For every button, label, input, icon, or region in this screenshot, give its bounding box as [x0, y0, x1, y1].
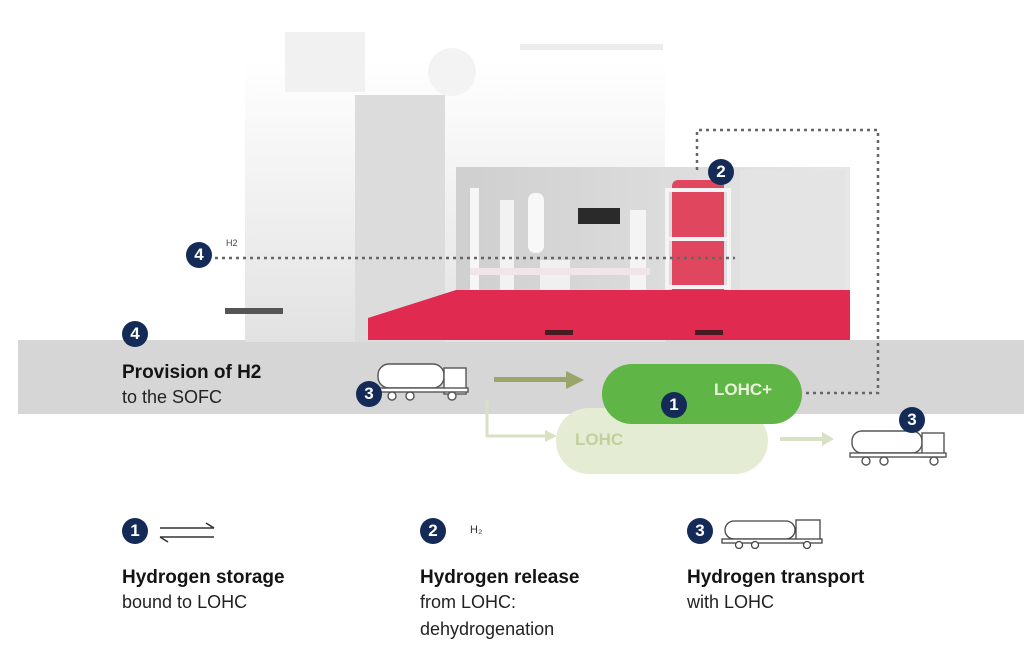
- marker-2: 2: [708, 159, 734, 185]
- legend-line: from LOHC:: [420, 592, 517, 612]
- marker-3-right: 3: [899, 407, 925, 433]
- h2-release-line: [215, 128, 880, 395]
- provision-block: Provision of H2 to the SOFC: [122, 362, 261, 411]
- flow-arrows: [485, 371, 834, 446]
- tanker-truck-left: [375, 363, 469, 401]
- legend-line: dehydrogenation: [420, 619, 555, 639]
- marker-1: 1: [661, 392, 687, 418]
- marker-4-lower: 4: [122, 321, 148, 347]
- legend-title: Hydrogen transport: [687, 567, 865, 588]
- lohc-plus-label: LOHC+: [714, 380, 773, 399]
- legend-number: 2: [420, 518, 446, 544]
- legend-line: bound to LOHC: [122, 592, 248, 612]
- legend-line: with LOHC: [687, 592, 775, 612]
- legend-number: 3: [687, 518, 713, 544]
- legend-title: Hydrogen storage: [122, 567, 285, 588]
- provision-title: Provision of H2: [122, 362, 262, 383]
- marker-3-left: 3: [356, 381, 382, 407]
- marker-4-upper: 4: [186, 242, 212, 268]
- h2-icon: H₂: [470, 524, 483, 536]
- lohc-tanks: [556, 364, 802, 474]
- legend-title: Hydrogen release: [420, 567, 580, 588]
- dehydrogenation-plant: [368, 167, 850, 340]
- h2-symbol: H2: [226, 238, 238, 248]
- tanker-truck-icon: [721, 519, 823, 549]
- equilibrium-arrows-icon: [159, 522, 215, 543]
- lohc-label: LOHC: [575, 430, 624, 449]
- tanker-truck-right: [849, 430, 947, 466]
- provision-subtitle: to the SOFC: [122, 387, 223, 407]
- legend-number: 1: [122, 518, 148, 544]
